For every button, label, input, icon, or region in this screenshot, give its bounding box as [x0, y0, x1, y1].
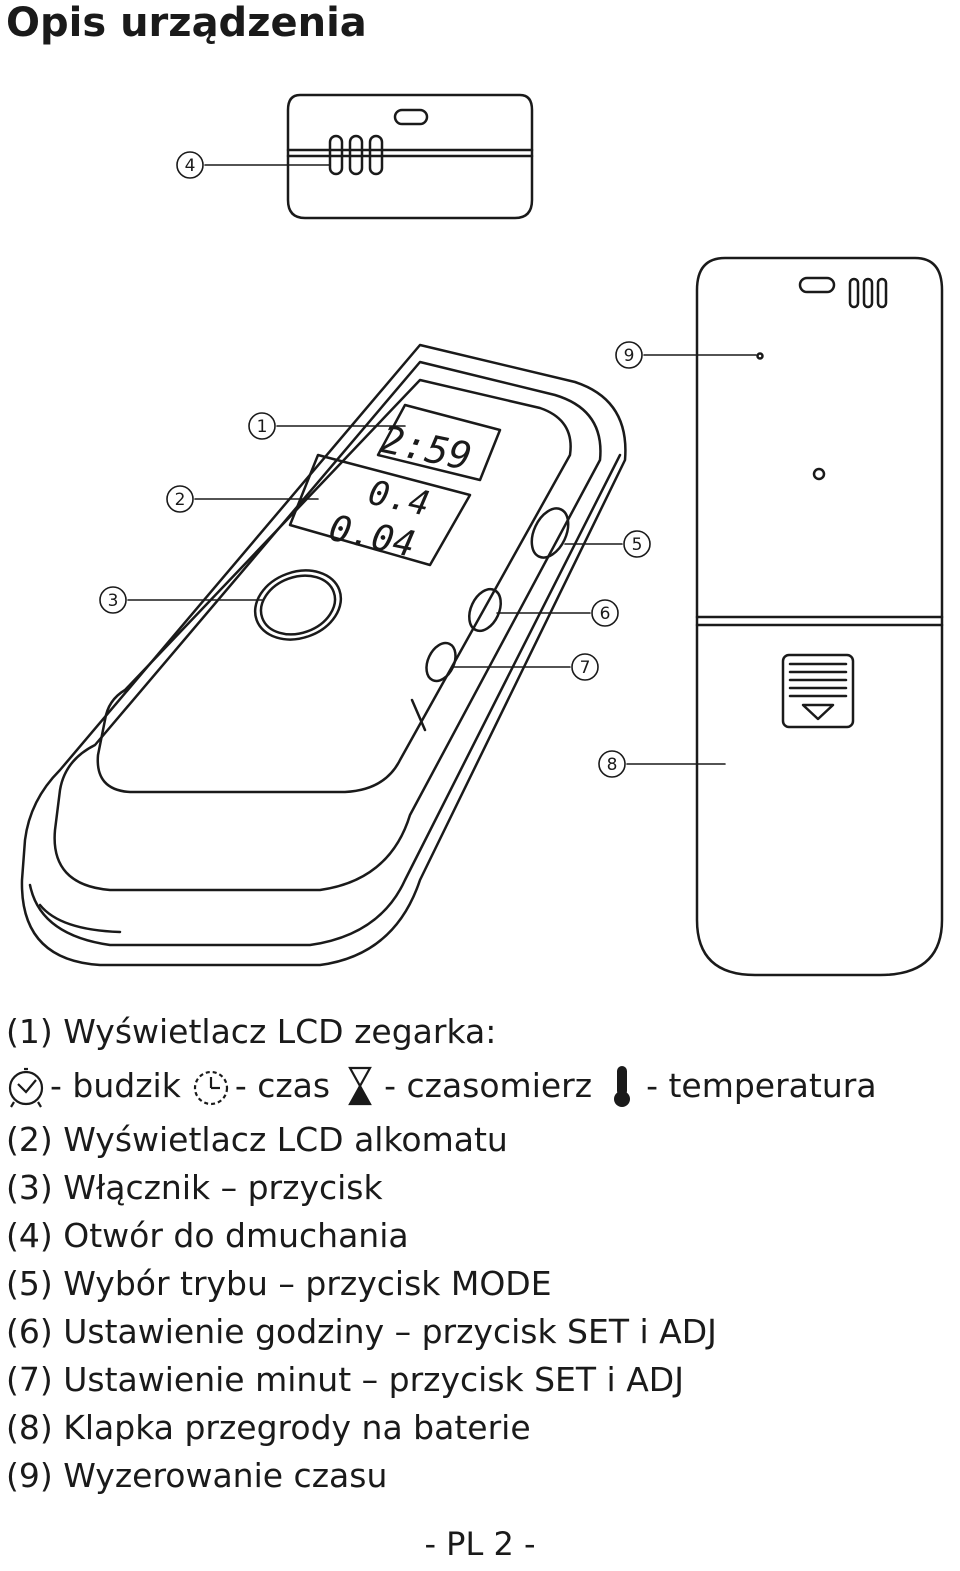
device-diagram: 2:59 0.4 0.04 [20, 93, 944, 977]
timer-label: - czasomierz [384, 1066, 593, 1105]
legend-item-9: (9) Wyzerowanie czasu [6, 1456, 388, 1495]
legend-item-8: (8) Klapka przegrody na baterie [6, 1408, 531, 1447]
callout-numbers: 1 2 3 4 5 6 7 8 9 [108, 156, 643, 775]
legend-item-1: (1) Wyświetlacz LCD zegarka: [6, 1012, 497, 1051]
callout-leaders [127, 164, 757, 765]
legend-item-6: (6) Ustawienie godziny – przycisk SET i … [6, 1312, 717, 1351]
callout-3: 3 [108, 591, 119, 611]
clock-label: - czas [234, 1066, 331, 1105]
page-title: Opis urządzenia [6, 0, 367, 46]
page-footer: - PL 2 - [424, 1525, 536, 1563]
callout-6: 6 [600, 604, 611, 624]
clock-icon [193, 1070, 228, 1106]
device-back-view [695, 256, 944, 977]
callout-9: 9 [624, 346, 635, 366]
callout-5: 5 [632, 535, 643, 555]
alarm-clock-icon [8, 1067, 44, 1108]
callout-1: 1 [257, 417, 268, 437]
legend-item-7: (7) Ustawienie minut – przycisk SET i AD… [6, 1360, 684, 1399]
callout-4: 4 [185, 156, 196, 176]
legend-icon-row: - budzik - czas - czasomierz - temperatu… [6, 1056, 956, 1116]
callout-2: 2 [175, 490, 186, 510]
device-top-view [286, 93, 534, 220]
temperature-label: - temperatura [646, 1066, 877, 1105]
legend: (1) Wyświetlacz LCD zegarka: - budzik - … [6, 1008, 956, 1500]
callout-8: 8 [607, 755, 618, 775]
hourglass-icon [348, 1066, 372, 1106]
legend-item-3: (3) Włącznik – przycisk [6, 1168, 383, 1207]
legend-item-2: (2) Wyświetlacz LCD alkomatu [6, 1120, 508, 1159]
thermometer-icon [614, 1066, 631, 1107]
alarm-label: - budzik [50, 1066, 181, 1105]
device-front-view [20, 343, 627, 967]
callout-7: 7 [580, 658, 591, 678]
legend-item-5: (5) Wybór trybu – przycisk MODE [6, 1264, 552, 1303]
callouts [99, 151, 651, 778]
legend-item-4: (4) Otwór do dmuchania [6, 1216, 409, 1255]
